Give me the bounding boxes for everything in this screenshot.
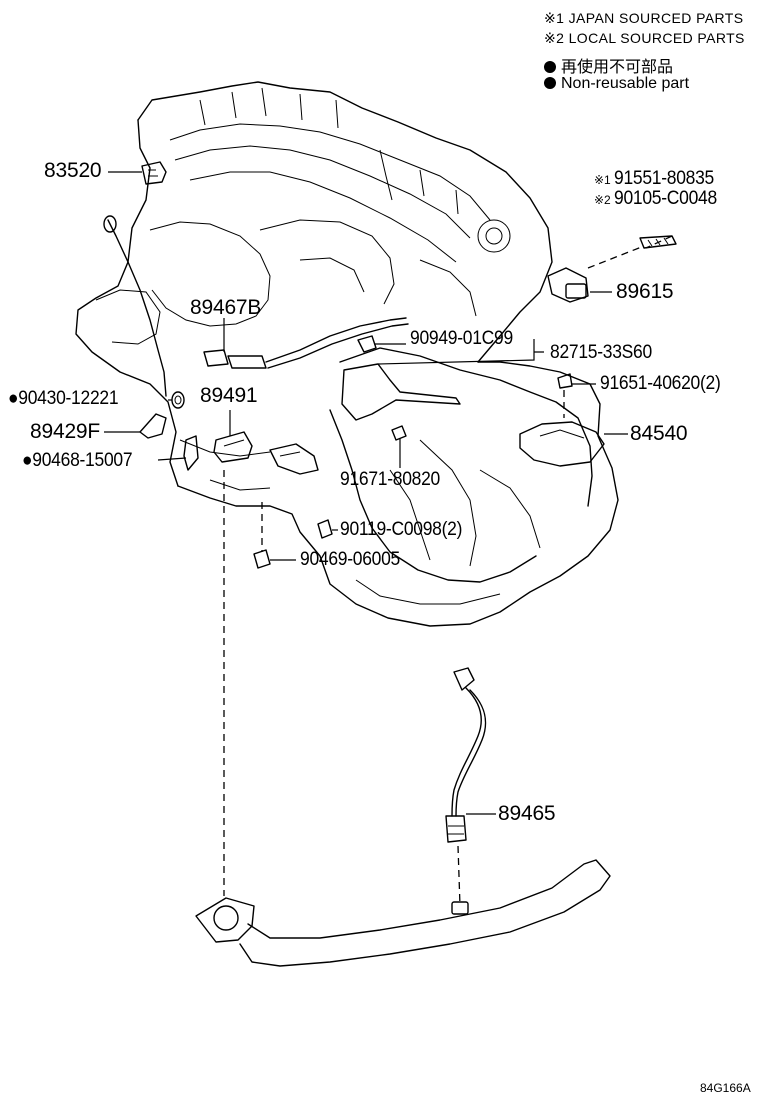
part-label-90430-12221[interactable]: ●90430-12221 [8,388,119,409]
part-label-84540[interactable]: 84540 [630,422,688,445]
part-label-91651-40620[interactable]: 91651-40620(2) [600,373,721,394]
exhaust-pipe-drawing [195,859,611,967]
part-label-89465[interactable]: 89465 [498,802,556,825]
part-label-90468-15007[interactable]: ●90468-15007 [22,450,133,471]
part-label-89491[interactable]: 89491 [200,384,258,407]
component-drawings [139,161,677,569]
part-label-90105-C0048[interactable]: 90105-C0048 [614,188,717,209]
part-label-91551-80835[interactable]: 91551-80835 [614,168,715,189]
part-label-82715-33S60[interactable]: 82715-33S60 [550,342,652,363]
bullet-icon [544,77,556,89]
part-label-89615[interactable]: 89615 [616,280,674,303]
part-label-83520[interactable]: 83520 [44,159,102,182]
legend-nonreusable-jp: 再使用不可部品 [544,53,673,77]
part-label-90949-01C99[interactable]: 90949-01C99 [410,328,513,349]
part-label-90119-C0098[interactable]: 90119-C0098(2) [340,519,463,540]
part-prefix-japan: ※1 [594,173,611,187]
legend-note-japan-sourced: ※1 JAPAN SOURCED PARTS [544,10,744,26]
part-label-89467B[interactable]: 89467B [190,296,262,319]
bullet-icon [544,61,556,73]
part-label-89429F[interactable]: 89429F [30,420,101,443]
engine-block-drawing [75,81,619,627]
legend-nonreusable-en: Non-reusable part [544,75,689,93]
figure-code: 84G166A [700,1081,751,1095]
leader-lines [104,171,673,815]
oxygen-sensor-drawing [445,667,487,907]
part-prefix-local: ※2 [594,193,611,207]
part-label-90469-06005[interactable]: 90469-06005 [300,549,401,570]
legend-note-local-sourced: ※2 LOCAL SOURCED PARTS [544,30,745,46]
part-label-91671-80820[interactable]: 91671-80820 [340,469,441,490]
